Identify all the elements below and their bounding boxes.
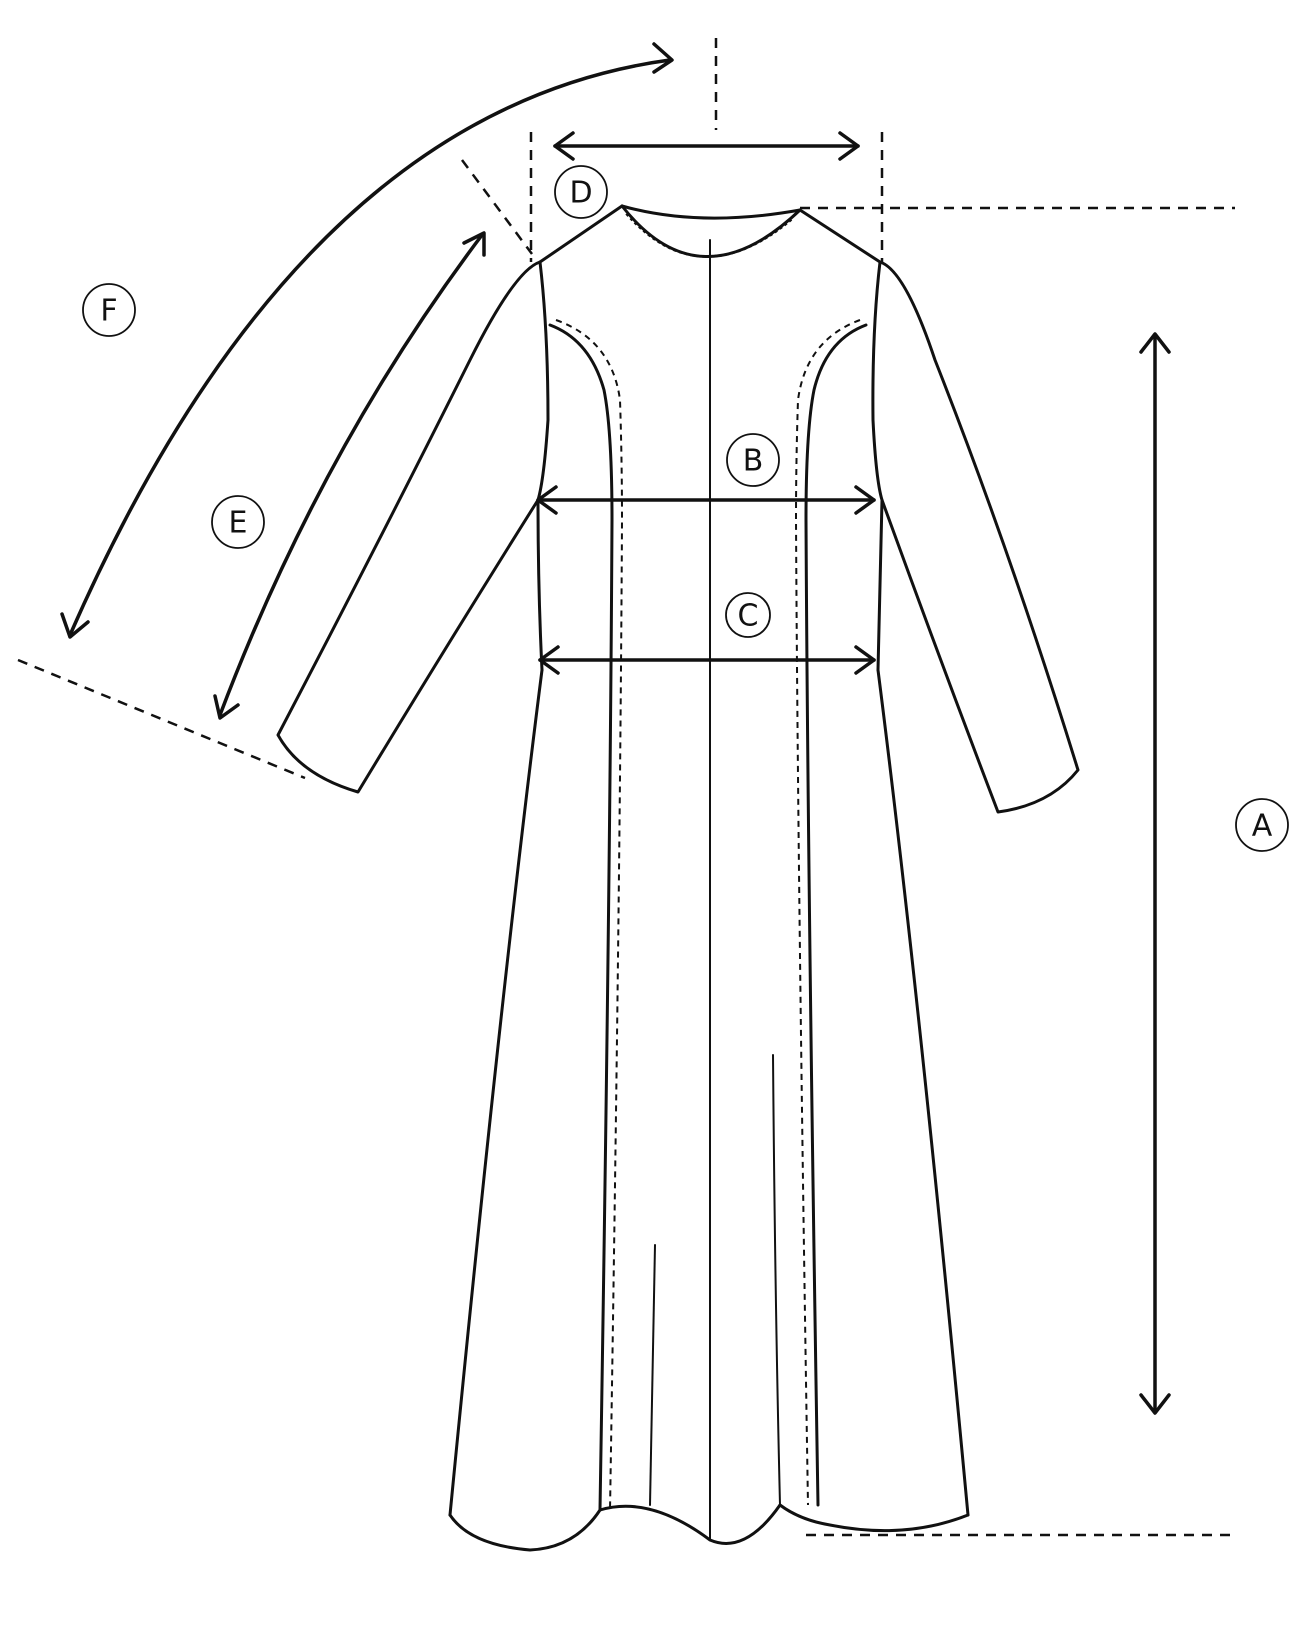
left-sleeve <box>276 260 542 794</box>
right-bodice-side <box>871 260 884 672</box>
label-b-text: B <box>743 444 764 479</box>
shoulder-point-guide <box>460 159 534 255</box>
label-e: E <box>211 495 265 549</box>
hem-right <box>778 1503 970 1533</box>
dress-outline <box>448 204 970 1552</box>
label-c: C <box>725 592 771 638</box>
label-a: A <box>1235 798 1289 852</box>
measure-e-arrow <box>213 231 486 720</box>
label-f-text: F <box>100 294 117 329</box>
right-sleeve <box>878 260 1080 814</box>
neckline-back <box>620 204 802 220</box>
right-skirt-side <box>876 668 970 1517</box>
left-bodice-side <box>536 260 550 672</box>
left-skirt-side <box>448 668 544 1517</box>
fold-line-right <box>772 1054 781 1506</box>
label-d: D <box>554 165 608 219</box>
left-princess-stitch <box>555 319 624 1511</box>
label-d-text: D <box>569 176 592 211</box>
label-e-text: E <box>229 506 248 541</box>
fold-line-left <box>649 1244 656 1506</box>
measure-b-arrow <box>536 485 876 515</box>
label-f: F <box>82 283 136 337</box>
neckline-stitch <box>625 213 795 258</box>
measure-c-arrow <box>538 645 876 675</box>
hem-left <box>448 1508 602 1552</box>
measure-d-arrow <box>553 131 860 161</box>
measurement-arrows <box>60 42 1171 1415</box>
label-b: B <box>726 433 780 487</box>
sleeves <box>276 260 1080 814</box>
right-shoulder <box>798 208 882 264</box>
neckline-front <box>620 204 802 258</box>
hem-center <box>598 1503 782 1545</box>
measure-a-arrow <box>1139 332 1171 1415</box>
reference-lines <box>17 38 1235 1537</box>
left-shoulder <box>538 204 624 264</box>
right-princess-stitch <box>794 319 861 1506</box>
left-princess-seam <box>548 323 614 1512</box>
cuff-guide <box>17 658 306 780</box>
label-c-text: C <box>738 599 759 634</box>
label-a-text: A <box>1252 809 1273 844</box>
measure-f-arrow <box>60 42 674 639</box>
right-princess-seam <box>804 323 868 1507</box>
